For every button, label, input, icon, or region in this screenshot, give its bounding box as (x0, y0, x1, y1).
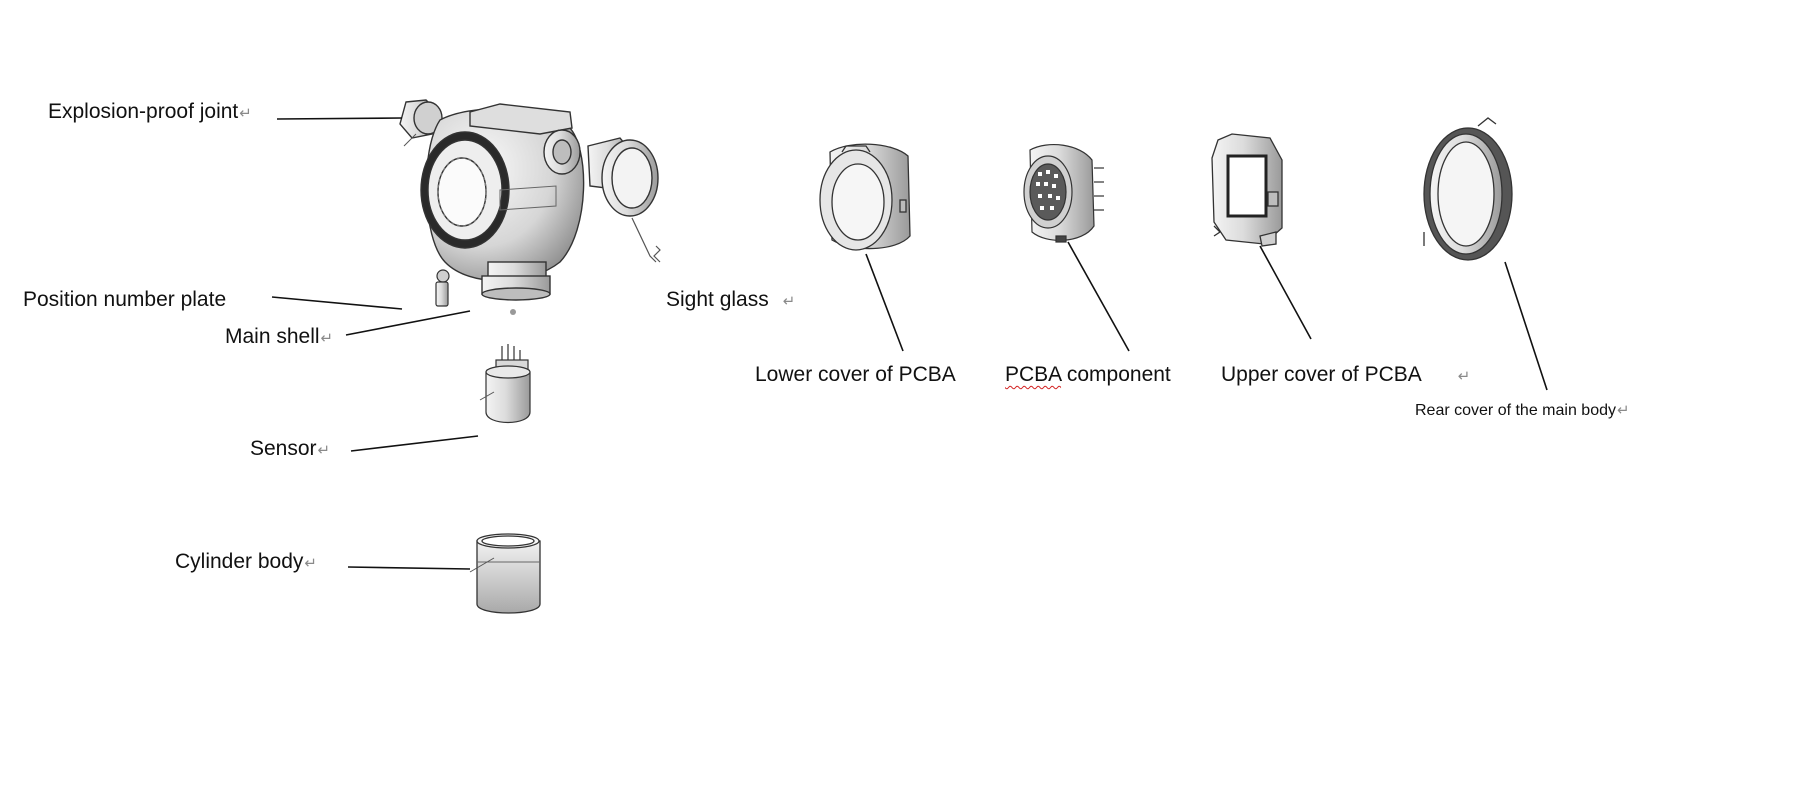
leader-lower-cover-pcba (865, 253, 904, 352)
rear-cover-drawing (1423, 117, 1513, 261)
leader-sensor (350, 435, 479, 452)
return-mark: ↵ (1457, 368, 1471, 385)
pcba-component-drawing (1023, 143, 1104, 243)
label-text: Position number plate (23, 288, 227, 311)
label-main-shell: Main shell↵ (225, 325, 333, 351)
return-mark: ↵ (304, 555, 317, 572)
return-mark: ↵ (782, 293, 796, 310)
label-text: Sight glass (666, 288, 769, 311)
label-text: Upper cover of PCBA (1221, 363, 1422, 386)
label-text: Rear cover of the main body (1415, 402, 1616, 419)
label-sensor: Sensor↵ (250, 437, 330, 463)
label-position-number-plate: Position number plate (23, 288, 226, 312)
label-lower-cover-pcba: Lower cover of PCBA (755, 363, 956, 387)
sensor-drawing (479, 344, 531, 423)
label-text: Sensor (250, 437, 317, 460)
label-text: Lower cover of PCBA (755, 363, 956, 386)
label-text: Main shell (225, 325, 320, 348)
spellcheck-underlined-word: PCBA (1005, 363, 1062, 386)
label-text: Cylinder body (175, 550, 304, 573)
return-mark: ↵ (317, 442, 331, 459)
leader-rear-cover (1504, 261, 1548, 391)
upper-cover-pcba-drawing (1211, 133, 1283, 247)
label-text: Explosion-proof joint (48, 100, 239, 123)
leader-explosion-proof-joint (276, 117, 403, 120)
sight-glass-drawing (601, 139, 661, 263)
label-sight-glass: Sight glass ↵ (666, 288, 795, 314)
leader-position-number-plate (271, 296, 403, 310)
leader-pcba-component (1067, 241, 1130, 352)
leader-main-shell (345, 310, 471, 336)
leader-cylinder-body (347, 566, 471, 570)
main-shell-drawing (399, 99, 633, 315)
return-mark: ↵ (1617, 402, 1630, 419)
label-explosion-proof-joint: Explosion-proof joint↵ (48, 100, 252, 126)
label-cylinder-body: Cylinder body↵ (175, 550, 317, 576)
return-mark: ↵ (320, 330, 334, 347)
leader-lines (271, 117, 1548, 570)
return-mark: ↵ (239, 105, 252, 122)
leader-upper-cover-pcba (1259, 245, 1312, 340)
label-text: component (1061, 363, 1171, 386)
label-upper-cover-pcba: Upper cover of PCBA ↵ (1221, 363, 1470, 389)
position-number-plate-drawing (435, 269, 450, 307)
cylinder-body-drawing (469, 533, 541, 614)
label-pcba-component: PCBA component (1005, 363, 1171, 387)
label-rear-cover: Rear cover of the main body↵ (1415, 401, 1630, 421)
lower-cover-pcba-drawing (819, 143, 911, 251)
